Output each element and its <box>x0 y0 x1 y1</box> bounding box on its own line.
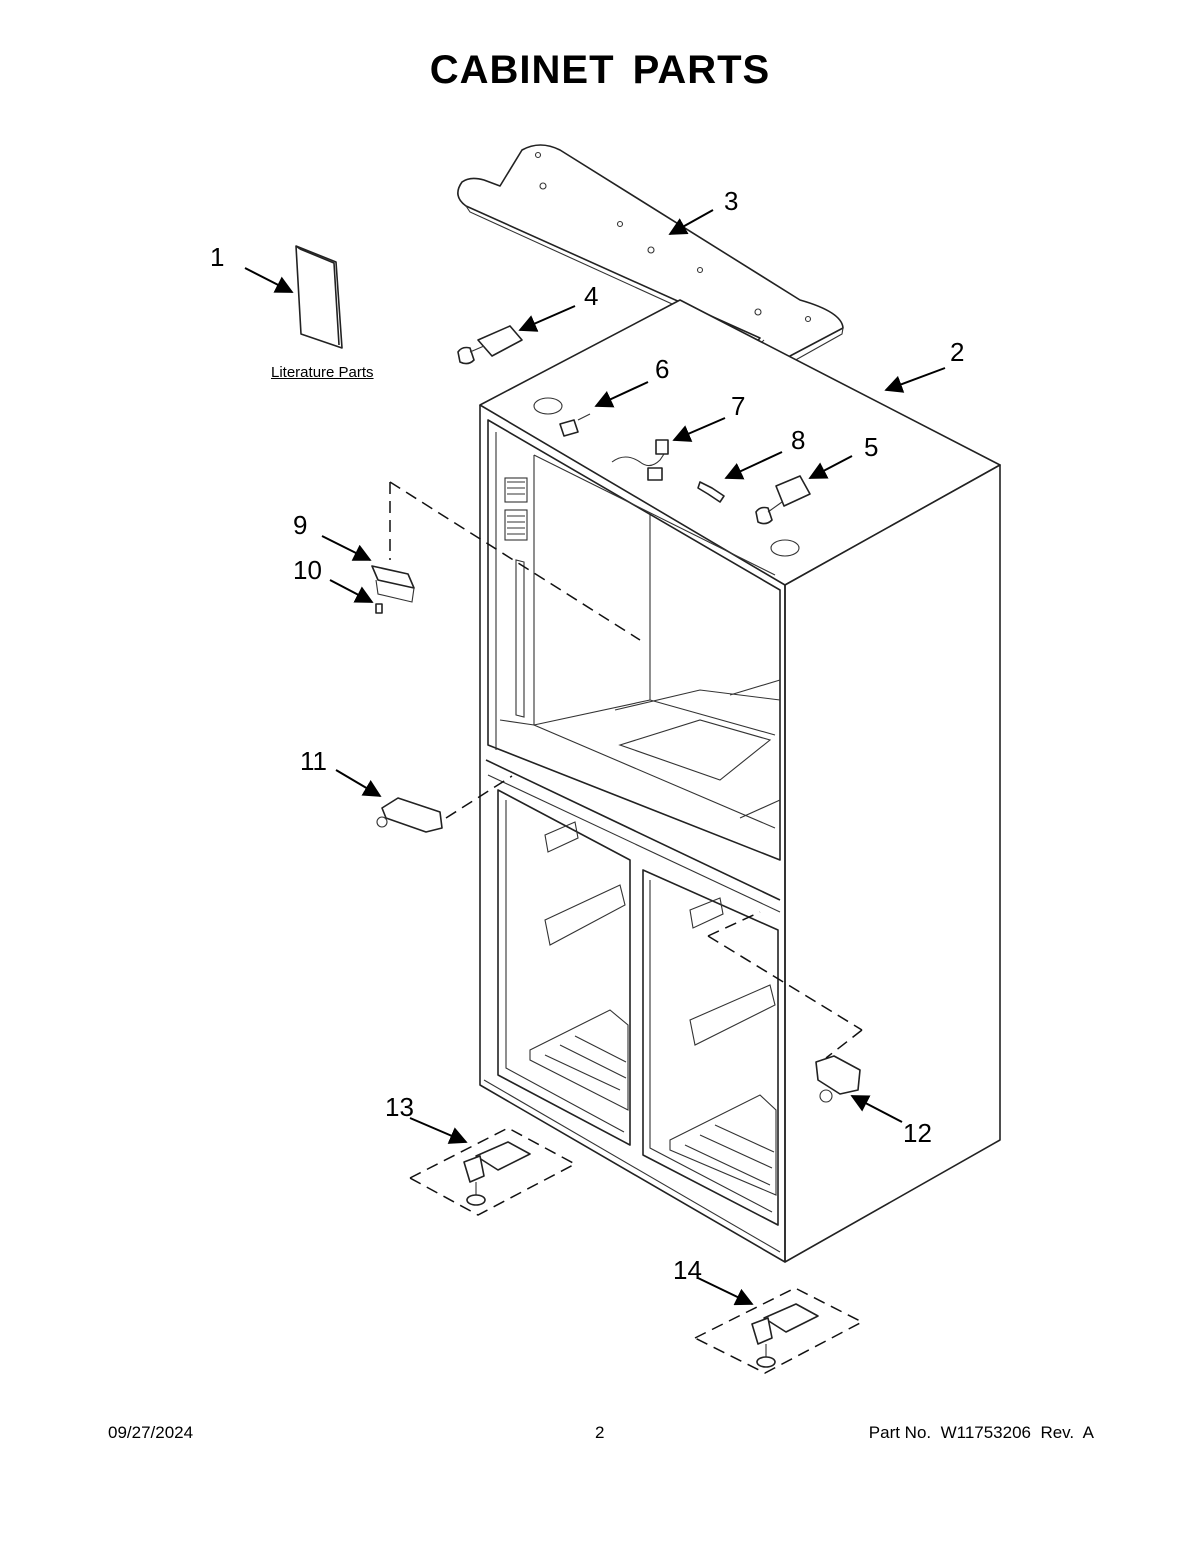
callout-1: 1 <box>210 242 225 272</box>
callout-10: 10 <box>293 555 322 585</box>
callout-arrows <box>244 209 946 1306</box>
center-hinge-left <box>376 797 443 833</box>
screw <box>375 603 383 614</box>
callout-7: 7 <box>731 391 746 421</box>
callout-6: 6 <box>655 354 670 384</box>
switch-part <box>559 413 591 437</box>
footer-part-number: Part No. W11753206 Rev. A <box>868 1423 1094 1442</box>
wire-harness <box>611 439 669 481</box>
upper-left-hinge <box>457 325 523 365</box>
top-hinge-bracket <box>457 144 844 369</box>
callout-14: 14 <box>673 1255 702 1285</box>
callout-13: 13 <box>385 1092 414 1122</box>
callout-3: 3 <box>724 186 739 216</box>
callout-11: 11 <box>300 746 327 776</box>
footer-date: 09/27/2024 <box>108 1423 194 1442</box>
callout-8: 8 <box>791 425 806 455</box>
center-hinge-right <box>815 1055 861 1103</box>
callout-5: 5 <box>864 432 879 462</box>
upper-right-hinge <box>755 475 811 525</box>
literature-parts-booklet <box>295 245 343 349</box>
connector <box>697 481 725 503</box>
callout-4: 4 <box>584 281 599 311</box>
literature-parts-label: Literature Parts <box>271 364 374 381</box>
callout-9: 9 <box>293 510 308 540</box>
callout-12: 12 <box>903 1118 932 1148</box>
lower-left-hinge <box>408 1127 577 1216</box>
callout-2: 2 <box>950 337 965 367</box>
lower-right-hinge <box>693 1287 864 1374</box>
footer-page-number: 2 <box>595 1423 605 1442</box>
page-title: CABINET PARTS <box>429 48 771 92</box>
door-stop-bracket <box>371 565 415 603</box>
